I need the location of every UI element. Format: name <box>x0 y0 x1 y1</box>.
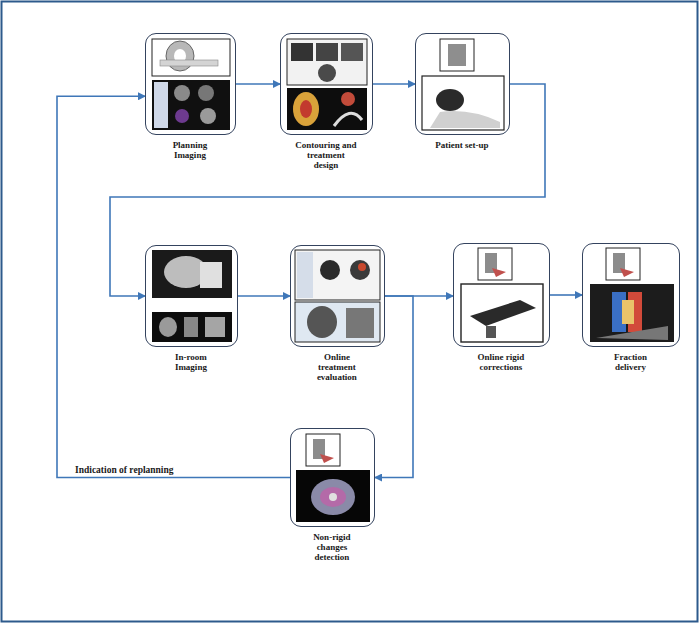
flow-arrow <box>57 96 290 477</box>
ct-scanner-picture <box>152 39 230 130</box>
fraction-delivery-picture <box>590 248 674 342</box>
flow-arrow <box>373 83 415 85</box>
node-label: Patient set-up <box>431 140 493 150</box>
contouring-picture <box>287 39 367 130</box>
process-box: Fraction delivery <box>582 243 680 347</box>
flow-arrow <box>236 83 280 85</box>
flow-arrow <box>550 294 582 296</box>
evaluation-picture <box>295 250 380 342</box>
flow-arrow <box>238 295 290 297</box>
edge-label: Indication of replanning <box>73 465 176 475</box>
process-box: In-room Imaging <box>145 245 238 347</box>
node-label: Online treatment evaluation <box>306 352 368 382</box>
process-box: Contouring and treatment design <box>280 33 373 135</box>
couch-correction-picture <box>461 248 543 342</box>
node-label: Contouring and treatment design <box>295 140 357 170</box>
patient-setup-picture <box>422 39 504 130</box>
node-label: In-room Imaging <box>165 352 217 372</box>
node-label: Online rigid corrections <box>474 352 528 372</box>
process-box: Online rigid corrections <box>453 243 550 347</box>
process-box: Non-rigid changes detection <box>290 428 375 527</box>
process-box: Patient set-up <box>415 33 510 135</box>
flow-arrow <box>110 84 545 296</box>
deformation-picture <box>296 434 370 522</box>
node-label: Planning Imaging <box>164 140 216 160</box>
process-box: Online treatment evaluation <box>290 245 385 347</box>
in-room-imaging-picture <box>152 250 232 342</box>
process-box: Planning Imaging <box>145 33 236 135</box>
flow-arrow <box>375 296 413 478</box>
node-label: Fraction delivery <box>603 352 657 372</box>
node-label: Non-rigid changes detection <box>303 532 361 562</box>
